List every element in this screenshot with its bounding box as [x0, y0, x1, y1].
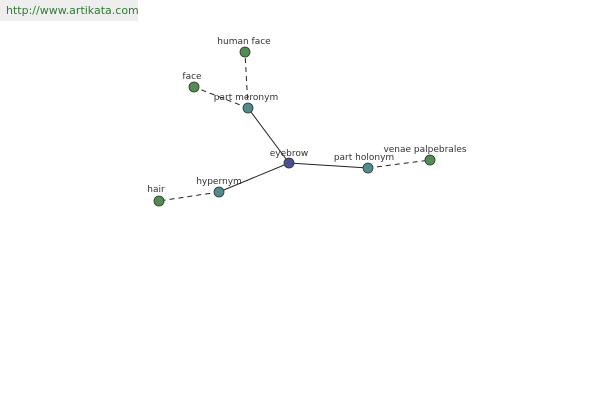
node-venae-palpebrales[interactable]: venae palpebrales: [383, 145, 467, 166]
edges-layer: [158, 51, 431, 202]
node-label: hypernym: [196, 177, 242, 187]
node-label: human face: [217, 37, 271, 47]
source-url-banner[interactable]: http://www.artikata.com: [0, 0, 139, 21]
node-hair[interactable]: hair: [147, 185, 165, 207]
node-human-face[interactable]: human face: [217, 37, 271, 58]
node-marker[interactable]: [242, 102, 254, 114]
nodes-layer: eyebrow part meronym part holonym hypernym h…: [147, 37, 467, 207]
node-marker[interactable]: [424, 154, 436, 166]
node-eyebrow[interactable]: eyebrow: [270, 149, 308, 169]
edge-part-meronym-to-human-face: [244, 51, 249, 109]
edge-eyebrow-to-hypernym: [218, 162, 290, 193]
node-hypernym[interactable]: hypernym: [196, 177, 242, 198]
edge-hypernym-to-hair: [158, 191, 220, 202]
node-label: face: [182, 72, 202, 82]
node-part-holonym[interactable]: part holonym: [334, 153, 394, 174]
edge-part-holonym-to-venae-palpebrales: [367, 159, 431, 169]
node-marker[interactable]: [239, 46, 251, 58]
node-part-meronym[interactable]: part meronym: [214, 93, 278, 114]
node-face[interactable]: face: [182, 72, 202, 93]
node-marker[interactable]: [213, 186, 225, 198]
node-label: part meronym: [214, 93, 278, 103]
node-label: part holonym: [334, 153, 394, 163]
node-label: hair: [147, 185, 165, 195]
edge-part-meronym-to-face: [193, 86, 249, 109]
node-marker[interactable]: [362, 162, 374, 174]
node-marker[interactable]: [153, 195, 165, 207]
node-marker[interactable]: [283, 157, 295, 169]
node-label: eyebrow: [270, 149, 308, 159]
edge-eyebrow-to-part-holonym: [288, 162, 369, 169]
node-marker[interactable]: [188, 81, 200, 93]
node-label: venae palpebrales: [383, 145, 466, 155]
edge-eyebrow-to-part-meronym: [247, 107, 290, 164]
